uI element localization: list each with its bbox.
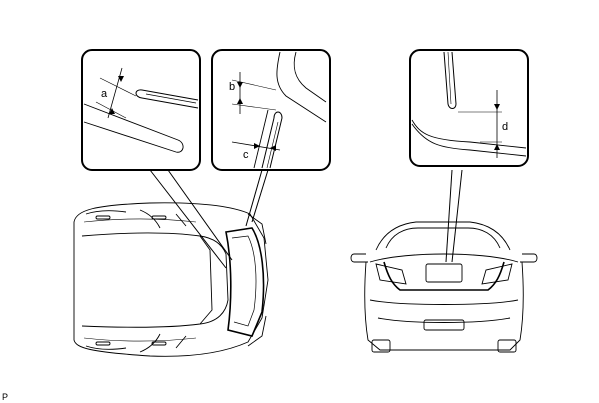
dimension-arrow-icon — [494, 104, 500, 110]
dimension-arrow-icon — [270, 145, 276, 151]
dimension-arrow-icon — [118, 76, 124, 82]
dimension-arrow-icon — [237, 98, 243, 104]
dimension-label-a: a — [101, 88, 108, 100]
detail-box-bc: b c — [211, 49, 331, 171]
detail-box-a: a — [81, 49, 201, 171]
dimension-arrow-icon — [254, 143, 260, 149]
dimension-label-d: d — [502, 121, 508, 133]
dimension-arrow-icon — [109, 108, 115, 114]
callout-leaders-left — [149, 169, 269, 269]
callout-leaders-right — [445, 169, 463, 263]
dimension-label-b: b — [229, 81, 235, 93]
car-top-view — [73, 202, 269, 357]
detail-box-d: d — [409, 49, 529, 167]
dimension-arrow-icon — [237, 82, 243, 88]
illustration-code: P — [2, 392, 8, 402]
car-rear-view — [350, 221, 538, 353]
dimension-arrow-icon — [494, 144, 500, 150]
dimension-label-c: c — [243, 149, 249, 161]
